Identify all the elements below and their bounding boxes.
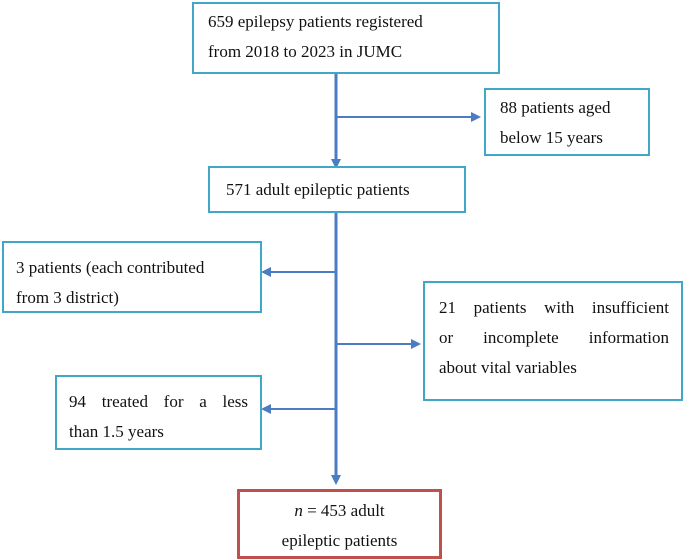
age-exclusion-line-2: below 15 years: [500, 128, 603, 147]
adult-patients-line: 571 adult epileptic patients: [226, 180, 410, 199]
registered-patients-box: 659 epilepsy patients registered from 20…: [192, 2, 500, 74]
duration-exclusion-box: 94 treated for a less than 1.5 years: [55, 375, 262, 450]
final-cohort-line-1: n = 453 adult: [240, 496, 439, 526]
final-n-symbol: n: [294, 501, 303, 520]
age-exclusion-line-1: 88 patients aged: [500, 98, 611, 117]
info-exclusion-line-3: about vital variables: [439, 358, 577, 377]
district-exclusion-line-2: from 3 district): [16, 288, 119, 307]
adult-patients-box: 571 adult epileptic patients: [208, 166, 466, 213]
registered-line-2: from 2018 to 2023 in JUMC: [208, 42, 403, 61]
duration-exclusion-line-1: 94 treated for a less: [69, 392, 248, 411]
district-exclusion-line-1: 3 patients (each contributed: [16, 258, 205, 277]
final-cohort-line-2: epileptic patients: [281, 531, 398, 550]
age-exclusion-box: 88 patients aged below 15 years: [484, 88, 650, 156]
duration-exclusion-line-2: than 1.5 years: [69, 422, 164, 441]
final-cohort-box: n = 453 adult epileptic patients: [237, 489, 442, 559]
final-count-text: = 453 adult: [307, 501, 385, 520]
registered-line-1: 659 epilepsy patients registered: [208, 12, 423, 31]
district-exclusion-box: 3 patients (each contributed from 3 dist…: [2, 241, 262, 313]
info-exclusion-line-1: 21 patients with insufficient: [439, 298, 669, 317]
info-exclusion-line-2: or incomplete information: [439, 328, 669, 347]
info-exclusion-box: 21 patients with insufficient or incompl…: [423, 281, 683, 401]
